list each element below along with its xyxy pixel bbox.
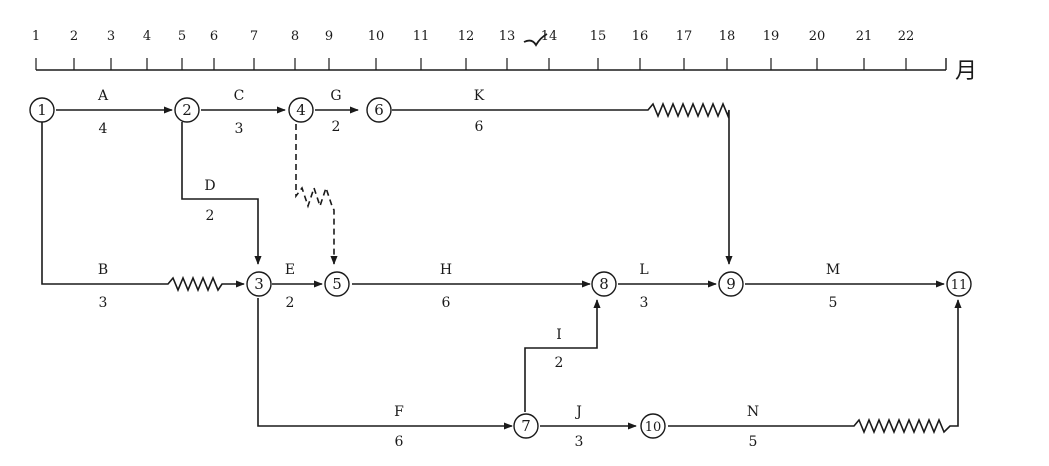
activity-duration-f: 6 <box>395 434 404 450</box>
arrow-n <box>668 299 962 435</box>
node-number: 6 <box>374 101 384 119</box>
tick-label: 11 <box>413 29 430 44</box>
activity-name-d: D <box>204 178 215 194</box>
activity-name-a: A <box>97 88 109 104</box>
activity-name-f: F <box>394 404 404 420</box>
activity-duration-m: 5 <box>829 295 838 311</box>
nodes: 1 2 3 4 5 6 7 8 <box>29 97 972 439</box>
tick-label: 9 <box>325 29 333 44</box>
activity-name-e: E <box>285 262 295 278</box>
activity-name-b: B <box>98 262 108 278</box>
tick-label: 10 <box>368 29 385 44</box>
node-number: 1 <box>37 101 47 119</box>
node-4: 4 <box>288 97 314 123</box>
tick-label: 3 <box>107 29 115 44</box>
node-5: 5 <box>324 271 350 297</box>
activity-duration-h: 6 <box>442 295 451 311</box>
arrow-f <box>257 298 513 430</box>
node-number: 4 <box>296 101 306 119</box>
arrow-i <box>524 299 601 412</box>
tick-label: 18 <box>719 29 736 44</box>
node-1: 1 <box>29 97 55 123</box>
node-3: 3 <box>246 271 272 297</box>
tick-label: 6 <box>210 29 218 44</box>
tick-label: 15 <box>590 29 607 44</box>
node-10: 10 <box>640 413 666 439</box>
node-9: 9 <box>718 271 744 297</box>
tick-label: 14 <box>541 29 558 44</box>
node-number: 2 <box>182 101 192 119</box>
activity-duration-n: 5 <box>749 434 758 450</box>
activity-name-m: M <box>826 262 840 278</box>
node-6: 6 <box>366 97 392 123</box>
arrow-dummy-4-5 <box>295 124 338 265</box>
tick-label: 21 <box>856 29 873 44</box>
tick-label: 12 <box>458 29 475 44</box>
activity-name-g: G <box>330 88 341 104</box>
activity-duration-l: 3 <box>640 295 649 311</box>
node-number: 3 <box>254 275 264 293</box>
arrow-d <box>181 122 262 265</box>
time-unit-label: 月 <box>955 59 977 84</box>
activity-duration-d: 2 <box>206 208 215 224</box>
activity-name-h: H <box>440 262 452 278</box>
tick-label: 13 <box>499 29 516 44</box>
tick-label: 4 <box>143 29 151 44</box>
node-number: 7 <box>521 417 531 435</box>
tick-label: 20 <box>809 29 826 44</box>
activity-duration-j: 3 <box>575 434 584 450</box>
activity-duration-k: 6 <box>475 119 484 135</box>
activity-duration-i: 2 <box>555 355 564 371</box>
node-number: 10 <box>645 420 662 435</box>
activity-name-i: I <box>556 327 562 343</box>
activity-arrows <box>41 101 962 435</box>
tick-label: 1 <box>32 29 40 44</box>
node-number: 5 <box>332 275 342 293</box>
tick-label: 16 <box>632 29 649 44</box>
time-scale: 1 2 3 4 5 6 7 8 9 10 11 12 13 14 15 16 1… <box>32 29 977 84</box>
activity-name-j: J <box>574 404 582 420</box>
node-number: 11 <box>951 278 968 293</box>
activity-name-c: C <box>234 88 245 104</box>
tick-label: 19 <box>763 29 780 44</box>
node-8: 8 <box>591 271 617 297</box>
tick-label: 2 <box>70 29 78 44</box>
arrow-k <box>392 101 733 265</box>
activity-duration-c: 3 <box>235 121 244 137</box>
node-7: 7 <box>513 413 539 439</box>
activity-duration-g: 2 <box>332 119 341 135</box>
activity-duration-e: 2 <box>286 295 295 311</box>
node-11: 11 <box>946 271 972 297</box>
node-number: 8 <box>599 275 609 293</box>
tick-label: 8 <box>291 29 299 44</box>
activity-duration-a: 4 <box>99 121 108 137</box>
bird-mark-icon <box>523 33 548 47</box>
arrow-b <box>41 122 245 293</box>
tick-label: 5 <box>178 29 186 44</box>
tick-label: 17 <box>676 29 693 44</box>
tick-label: 7 <box>250 29 258 44</box>
activity-name-n: N <box>747 404 759 420</box>
node-number: 9 <box>726 275 736 293</box>
activity-name-l: L <box>639 262 648 278</box>
activity-duration-b: 3 <box>99 295 108 311</box>
activity-name-k: K <box>474 88 485 104</box>
tick-label: 22 <box>898 29 915 44</box>
activity-labels: A 4 B 3 C 3 D 2 E 2 F 6 G 2 H 6 I 2 J 3 … <box>97 88 840 450</box>
node-2: 2 <box>174 97 200 123</box>
